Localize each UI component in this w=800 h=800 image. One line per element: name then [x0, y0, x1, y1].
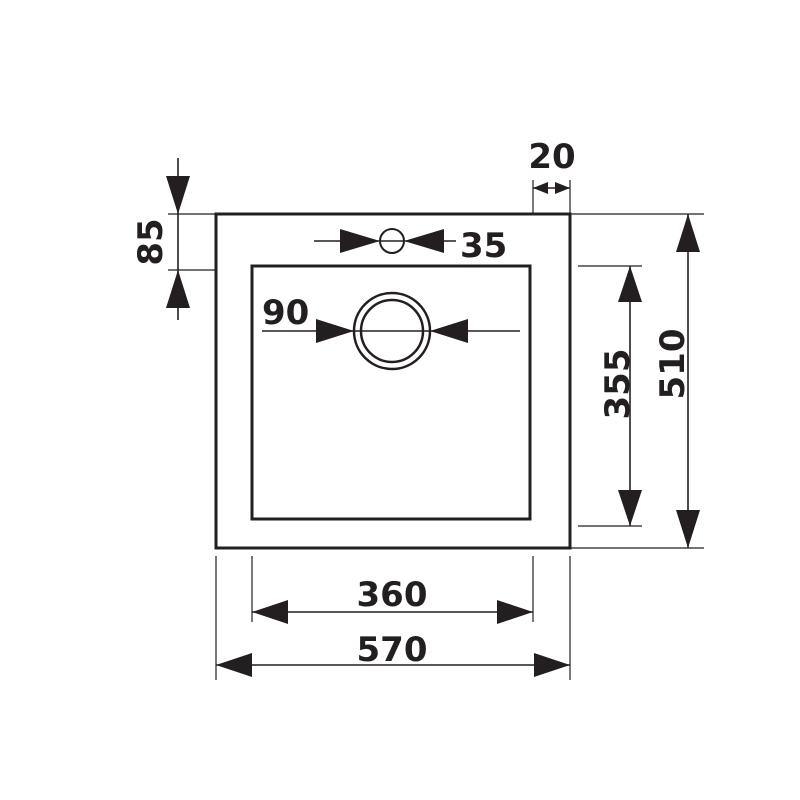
- arrow-down-icon: [166, 176, 190, 214]
- arrow-up-icon: [676, 214, 700, 252]
- arrow-up-icon: [166, 270, 190, 308]
- dimension-bowl-width: 360: [251, 556, 534, 624]
- dimension-label-360: 360: [357, 575, 428, 615]
- dimension-label-90: 90: [262, 293, 309, 333]
- arrow-right-icon: [340, 229, 380, 253]
- dimension-label-85: 85: [131, 218, 171, 265]
- sink-outer-outline: [214, 212, 572, 550]
- arrow-right-icon: [555, 182, 570, 194]
- arrow-left-icon: [533, 182, 548, 194]
- arrow-right-icon: [316, 319, 354, 343]
- dimension-overall-depth: 510: [570, 213, 704, 549]
- dimension-tap-hole: 35: [314, 226, 507, 266]
- dimension-overall-width: 570: [215, 556, 571, 680]
- dimension-top-border: 85: [131, 158, 216, 320]
- dimension-label-355: 355: [598, 349, 638, 420]
- dimension-label-570: 570: [357, 630, 428, 670]
- dimension-label-20: 20: [528, 137, 575, 177]
- dimension-drain: 90: [262, 293, 520, 343]
- arrow-down-icon: [676, 510, 700, 548]
- dimension-label-510: 510: [653, 329, 693, 400]
- arrow-right-icon: [534, 653, 570, 677]
- arrow-right-icon: [497, 600, 533, 624]
- dimension-side-border: 20: [528, 137, 576, 214]
- arrow-down-icon: [618, 490, 642, 526]
- dimension-label-35: 35: [460, 226, 507, 266]
- arrow-left-icon: [252, 600, 288, 624]
- arrow-left-icon: [404, 229, 444, 253]
- arrow-left-icon: [216, 653, 252, 677]
- arrow-left-icon: [430, 319, 468, 343]
- dimension-bowl-depth: 355: [578, 265, 642, 527]
- arrow-up-icon: [618, 266, 642, 302]
- sink-bowl-outline: [250, 264, 532, 521]
